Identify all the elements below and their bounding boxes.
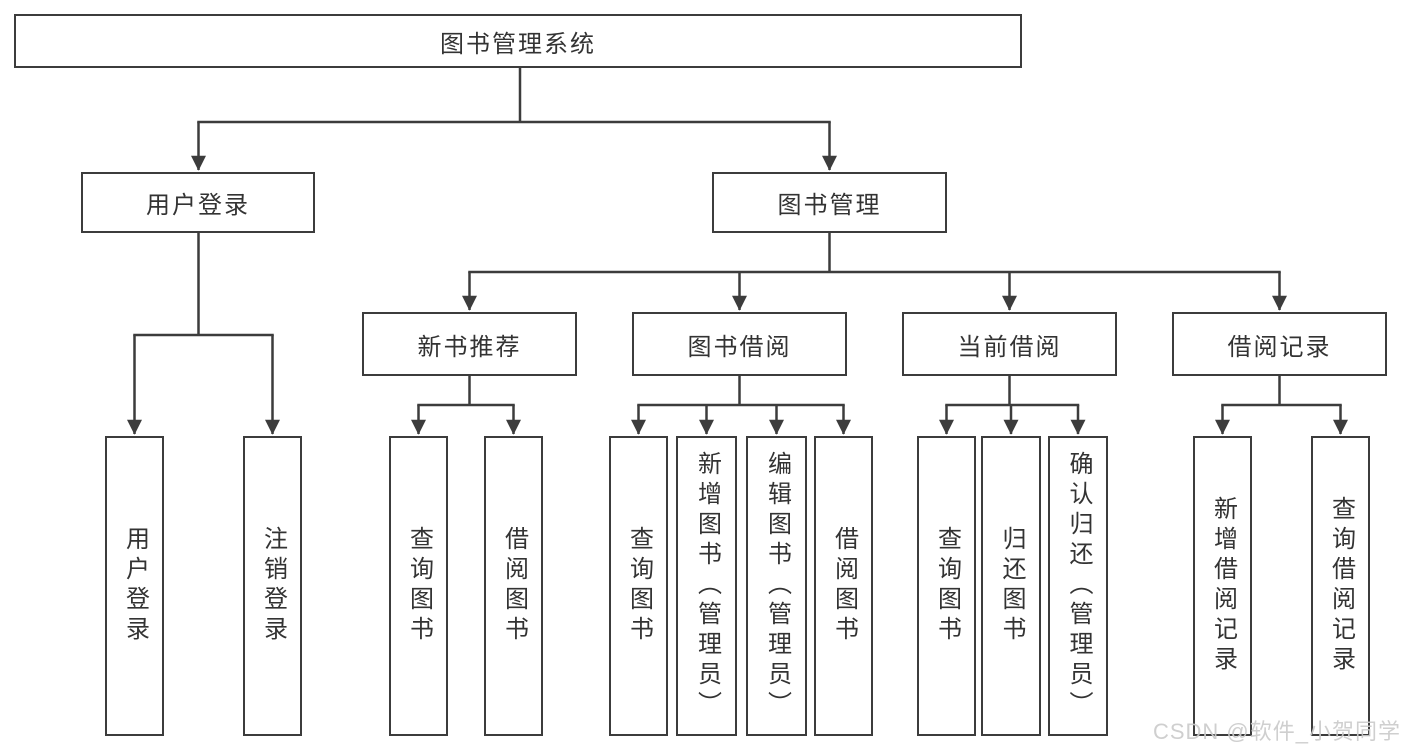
node-leaf-return-books: 归还图书 (981, 436, 1041, 736)
node-leaf-query-borrow-record: 查询借阅记录 (1311, 436, 1370, 736)
node-leaf-query-books-borrowing: 查询图书 (609, 436, 668, 736)
node-leaf-borrow-books-borrowing: 借阅图书 (814, 436, 873, 736)
node-leaf-borrow-books-recommend: 借阅图书 (484, 436, 543, 736)
node-user-login: 用户登录 (81, 172, 315, 233)
node-leaf-edit-books-admin: 编辑图书（管理员） (746, 436, 807, 736)
node-library-management-system: 图书管理系统 (14, 14, 1022, 68)
node-leaf-add-borrow-record: 新增借阅记录 (1193, 436, 1252, 736)
node-new-book-recommendation: 新书推荐 (362, 312, 577, 376)
node-leaf-logout: 注销登录 (243, 436, 302, 736)
node-book-borrowing: 图书借阅 (632, 312, 847, 376)
node-leaf-confirm-return-admin: 确认归还（管理员） (1048, 436, 1108, 736)
csdn-watermark: CSDN @软件_小贺同学 (1152, 719, 1401, 744)
node-leaf-query-books-current: 查询图书 (917, 436, 976, 736)
node-current-borrowing: 当前借阅 (902, 312, 1117, 376)
node-leaf-user-login: 用户登录 (105, 436, 164, 736)
node-leaf-query-books-recommend: 查询图书 (389, 436, 448, 736)
node-leaf-add-books-admin: 新增图书（管理员） (676, 436, 737, 736)
node-borrowing-records: 借阅记录 (1172, 312, 1387, 376)
node-book-management: 图书管理 (712, 172, 947, 233)
